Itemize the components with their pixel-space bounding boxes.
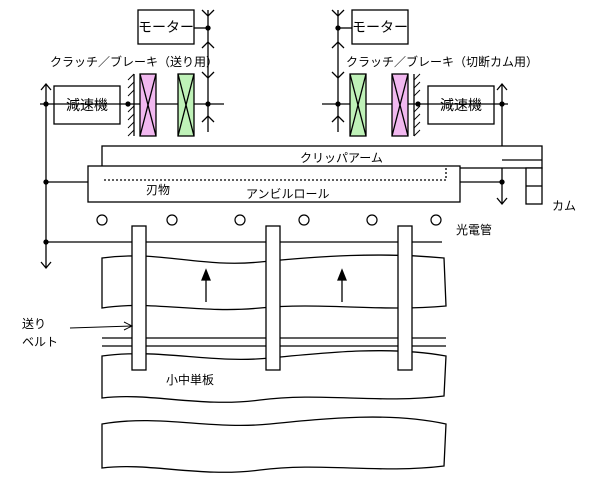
veneer-sheets (101, 254, 447, 473)
reducer-right-label: 減速機 (440, 97, 482, 114)
feed-belt-label-line1: 送り (22, 316, 46, 331)
feed-belt-label-line2: ベルト (22, 335, 58, 349)
belt-dashes (131, 258, 413, 370)
motor-right-dot (335, 25, 341, 31)
motor-right-coupling-bot (331, 41, 345, 49)
feed-belt-leader (69, 325, 133, 329)
photo-tube-label: 光電管 (456, 222, 492, 237)
right-drive-group (322, 9, 508, 206)
motor-left-coupling-bot (201, 41, 215, 49)
brake-left-hatch (127, 73, 135, 137)
feed-direction-arrows (201, 268, 347, 302)
reducer-right-box (427, 85, 495, 125)
motor-left-coupling-top (201, 9, 215, 17)
clutch-left-green-x2 (177, 73, 195, 137)
feed-belt-3 (397, 225, 413, 371)
anvil-roll-label: アンビルロール (246, 187, 330, 201)
photo-tube-1 (96, 214, 108, 226)
motor-right-label: モーター (352, 20, 408, 36)
left-vertical-arrow-top (40, 82, 52, 91)
reducer-left-label: 減速機 (66, 97, 108, 114)
left-drive-group (40, 9, 224, 270)
feed-arrow-1-head (201, 268, 211, 281)
pulley-right-bot (331, 115, 345, 123)
motor-right-coupling-top (331, 9, 345, 17)
left-vertical-dot-1 (43, 101, 49, 107)
right-vertical-arrow-bot (496, 197, 508, 206)
left-vertical-arrow-bot (40, 261, 52, 270)
photo-tube-6 (430, 214, 442, 226)
brake-right-hatch (413, 73, 421, 137)
feed-arrow-2-head (337, 268, 347, 281)
left-shaft-dot-1 (125, 101, 131, 107)
veneer-sheet-3 (101, 416, 447, 473)
right-shaft-dot-1 (335, 101, 341, 107)
reducer-left-box (53, 85, 121, 125)
photo-tubes (96, 214, 442, 226)
right-vertical-arrow-top (496, 82, 508, 91)
photo-tube-4 (298, 214, 310, 226)
clutch-right-green-x2 (349, 73, 367, 137)
right-shaft-dot-2 (415, 101, 421, 107)
clutch-right-pink-x2 (391, 73, 409, 137)
photo-tube-3 (234, 214, 246, 226)
pulley-right-top (331, 71, 345, 79)
veneer-label: 小中単板 (166, 372, 214, 387)
veneer-sheet-2 (101, 350, 447, 403)
clutch-left-label: クラッチ／ブレーキ（送り用） (50, 54, 218, 69)
motor-left-box (137, 9, 195, 45)
blade-label: 刃物 (146, 183, 170, 197)
clipper-assembly (46, 145, 543, 205)
clutch-right-label: クラッチ／ブレーキ（切断カム用） (346, 54, 538, 69)
pulley-left-bot (201, 115, 215, 123)
clutch-left-pink-x2 (139, 73, 157, 137)
photo-tube-2 (166, 214, 178, 226)
feed-belt-leader-head (123, 321, 134, 331)
right-vertical-dot-1 (499, 101, 505, 107)
pulley-left-top (201, 71, 215, 79)
feed-belt-2 (265, 225, 281, 371)
clipper-arm-label: クリッパアーム (300, 151, 383, 165)
cam-label: カム (552, 199, 576, 213)
motor-left-dot (205, 25, 211, 31)
anvil-roll-box (87, 165, 461, 203)
photo-tube-5 (366, 214, 378, 226)
motor-right-box (351, 9, 409, 45)
motor-left-label: モーター (138, 20, 194, 36)
left-shaft-dot-2 (205, 101, 211, 107)
feed-belt-1 (131, 225, 147, 371)
